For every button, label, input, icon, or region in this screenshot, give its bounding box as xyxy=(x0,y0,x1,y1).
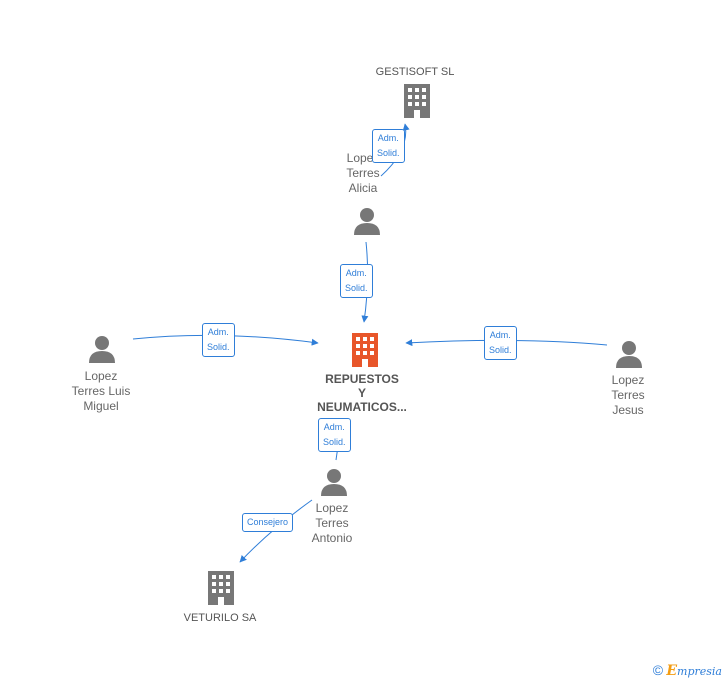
empresia-logo[interactable]: © Empresia xyxy=(653,662,722,679)
edge-label-line1: Adm. xyxy=(323,422,345,432)
building-icon[interactable] xyxy=(206,571,236,605)
person-label-alicia[interactable]: Lopez Terres Alicia xyxy=(323,151,403,196)
alicia-line3: Alicia xyxy=(348,181,378,195)
center-line1: REPUESTOS xyxy=(325,372,399,386)
person-label-antonio[interactable]: Lopez Terres Antonio xyxy=(294,501,370,546)
edge-label-jesus-center: Adm. Solid. xyxy=(484,326,517,360)
edge-label-line2: Solid. xyxy=(489,345,512,355)
person-label-jesus[interactable]: Lopez Terres Jesus xyxy=(592,373,664,418)
antonio-line3: Antonio xyxy=(311,531,353,545)
copyright-icon: © xyxy=(652,662,664,678)
edge-label-luis-center: Adm. Solid. xyxy=(202,323,235,357)
alicia-line2: Terres xyxy=(346,166,380,180)
edge-label-line2: Solid. xyxy=(345,283,368,293)
person-icon[interactable] xyxy=(88,335,116,363)
edge-label-line1: Adm. xyxy=(345,268,367,278)
edge-label-line1: Adm. xyxy=(207,327,229,337)
jesus-line1: Lopez xyxy=(611,373,645,387)
brand-e: E xyxy=(666,663,678,679)
antonio-line1: Lopez xyxy=(315,501,349,515)
building-icon[interactable] xyxy=(402,84,432,118)
edge-label-line1: Consejero xyxy=(247,517,289,527)
person-icon[interactable] xyxy=(320,468,348,496)
luis-line1: Lopez xyxy=(84,369,118,383)
person-icon[interactable] xyxy=(353,207,381,235)
edge-label-alicia-center: Adm. Solid. xyxy=(340,264,373,298)
building-icon[interactable] xyxy=(349,333,381,367)
veturilo-label[interactable]: VETURILO SA xyxy=(183,612,257,624)
antonio-line2: Terres xyxy=(315,516,349,530)
jesus-line3: Jesus xyxy=(612,403,644,417)
person-label-luis[interactable]: Lopez Terres Luis Miguel xyxy=(55,369,147,414)
edge-label-line2: Solid. xyxy=(323,437,346,447)
center-line3: NEUMATICOS... xyxy=(317,400,407,414)
edge-label-line2: Solid. xyxy=(207,342,230,352)
alicia-line1: Lopez xyxy=(346,151,380,165)
edge-label-antonio-center: Adm. Solid. xyxy=(318,418,351,452)
jesus-line2: Terres xyxy=(611,388,645,402)
luis-line3: Miguel xyxy=(83,399,119,413)
edge-label-line2: Solid. xyxy=(377,148,400,158)
brand-rest: mpresia xyxy=(677,665,722,678)
luis-line2: Terres Luis xyxy=(71,384,131,398)
edge-label-alicia-gestisoft: Adm. Solid. xyxy=(372,129,405,163)
edge-label-line1: Adm. xyxy=(377,133,399,143)
gestisoft-label[interactable]: GESTISOFT SL xyxy=(375,66,455,78)
edge-label-line1: Adm. xyxy=(489,330,511,340)
edge-label-antonio-veturilo: Consejero xyxy=(242,513,294,532)
center-line2: Y xyxy=(357,386,366,400)
person-icon[interactable] xyxy=(615,340,643,368)
center-company-label[interactable]: REPUESTOS Y NEUMATICOS... xyxy=(302,372,422,414)
